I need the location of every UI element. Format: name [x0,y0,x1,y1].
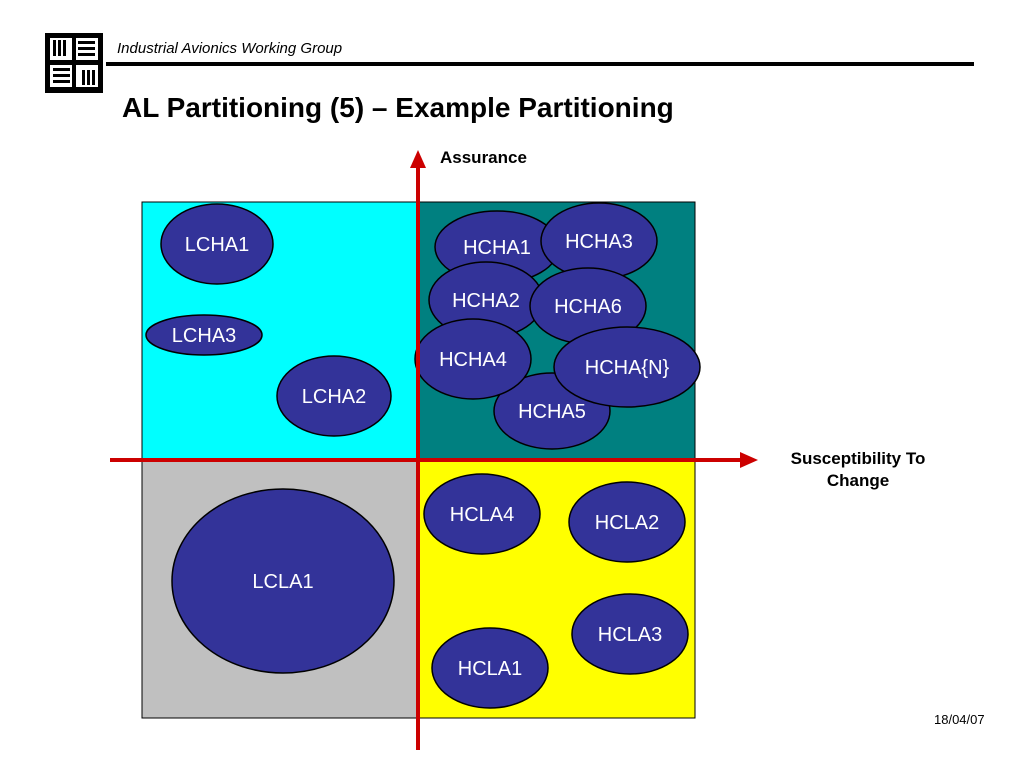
node-ellipse [423,473,541,555]
node-hcla4: HCLA4 [423,473,541,555]
y-axis-arrowhead [410,150,426,168]
node-hcha6: HCHA6 [529,267,647,345]
node-ellipse [276,355,392,437]
node-lcla1: LCLA1 [171,488,395,674]
node-ellipse [414,318,532,400]
node-ellipse [571,593,689,675]
node-label: HCHA3 [565,231,633,253]
node-lcha3: LCHA3 [145,314,263,356]
node-ellipse [553,326,701,408]
node-ellipse [145,314,263,356]
node-label: LCHA2 [302,386,366,408]
node-hcha3: HCHA3 [540,202,658,280]
node-label: HCLA2 [595,512,659,534]
node-lcha2: LCHA2 [276,355,392,437]
slide-title: AL Partitioning (5) – Example Partitioni… [122,92,674,123]
node-label: LCHA1 [185,234,249,256]
node-label: HCHA6 [554,296,622,318]
header-divider [106,62,974,66]
x-axis-label-line1: Susceptibility To [790,449,926,468]
node-label: LCHA3 [172,325,236,347]
node-label: HCHA1 [463,237,531,259]
node-label: HCHA5 [518,401,586,423]
node-hcha2: HCHA2 [428,261,544,339]
node-label: HCLA1 [458,658,522,680]
node-lcha1: LCHA1 [160,203,274,285]
org-name: Industrial Avionics Working Group [117,40,343,57]
node-hchan: HCHA{N} [553,326,701,408]
y-axis-label: Assurance [440,148,527,167]
four-hands-logo-icon [45,33,103,93]
x-axis-label: Susceptibility To Change [772,448,944,492]
node-label: HCHA2 [452,290,520,312]
node-ellipse [171,488,395,674]
x-axis-arrowhead [740,452,758,468]
node-hcha4: HCHA4 [414,318,532,400]
node-label: HCLA3 [598,624,662,646]
x-axis-label-line2: Change [826,471,890,490]
node-ellipse [431,627,549,709]
node-hcla3: HCLA3 [571,593,689,675]
node-hcla1: HCLA1 [431,627,549,709]
node-label: HCLA4 [450,504,514,526]
node-hcla2: HCLA2 [568,481,686,563]
node-ellipse [160,203,274,285]
node-label: LCLA1 [252,571,313,593]
node-label: HCHA4 [439,349,507,371]
node-ellipse [568,481,686,563]
node-label: HCHA{N} [585,357,670,379]
footer-date: 18/04/07 [934,712,985,727]
